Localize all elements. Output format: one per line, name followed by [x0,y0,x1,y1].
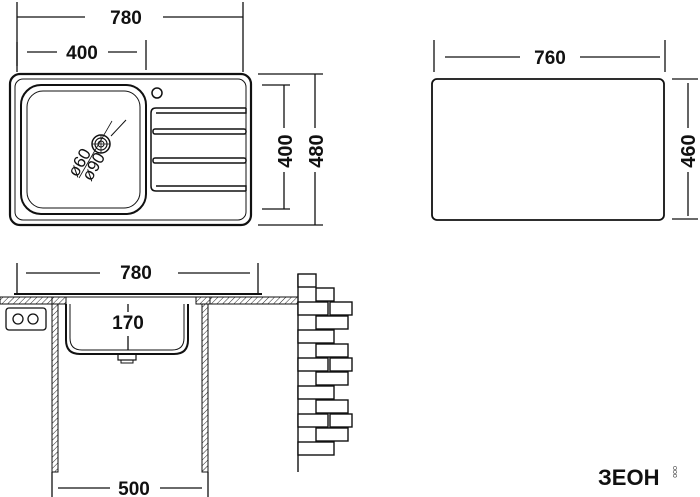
sink-outline [8,72,253,227]
drain-icon [91,119,127,154]
cabinet-right-panel [201,303,209,473]
dim-heights [258,73,323,226]
cutout-depth-label: 460 [678,134,700,167]
logo-sub-text: ООО [671,466,677,478]
brick-wall [297,273,353,472]
brand-logo: ЗЕОН ООО [598,465,677,490]
bowl-width-label: 400 [66,43,98,64]
cutout-width-label: 760 [534,48,566,69]
cabinet-left-panel [51,303,59,473]
cutout-view: 760 460 [431,40,700,221]
logo-text: ЗЕОН [598,465,659,490]
countertop-left [0,296,53,305]
bowl-depth-label: 170 [112,313,144,334]
side-view: 780 170 500 [0,263,353,497]
bowl-height-label: 400 [275,134,297,167]
bowl-outline [20,84,147,215]
cabinet-width-label: 500 [118,479,150,497]
drainer-ribs [150,107,247,192]
stove-knobs [5,307,47,331]
top-view: 780 400 ø60 ø90 [8,2,328,227]
sink-inner-rim [14,78,247,221]
countertop-right [209,296,299,305]
top-width-label: 780 [110,8,142,29]
dim-bowl-width [16,40,147,70]
cutout-outline [431,78,665,221]
tap-hole-icon [151,87,163,99]
side-width-label: 780 [120,263,152,284]
overall-depth-label: 480 [306,134,328,167]
bowl-inner [26,90,141,209]
